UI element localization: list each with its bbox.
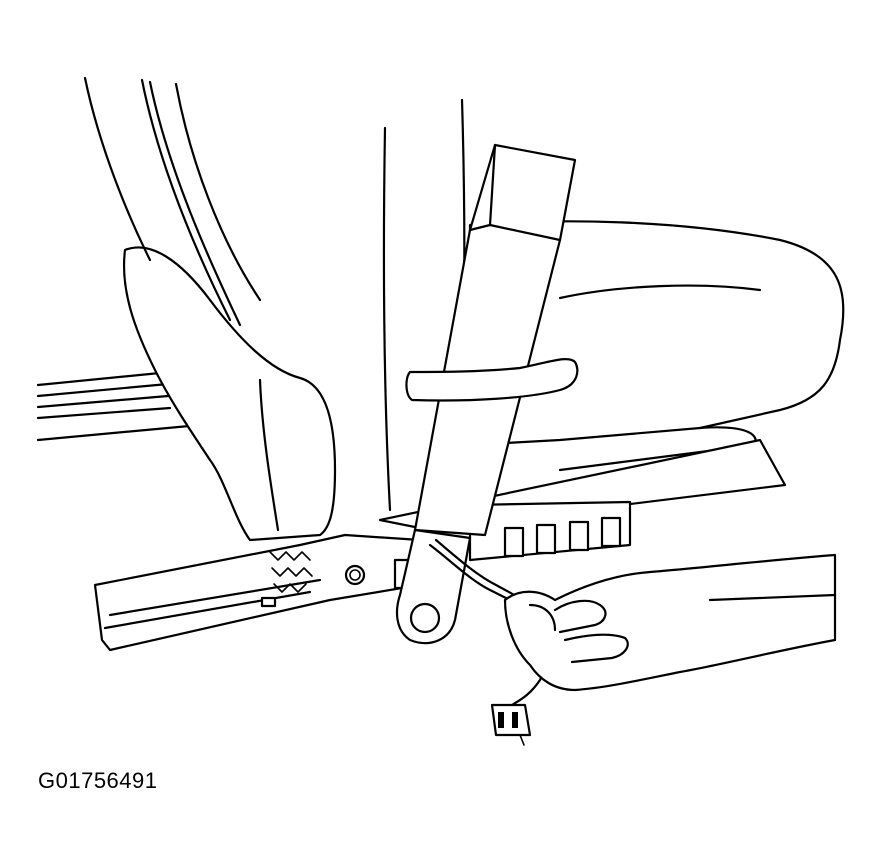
electrical-connector — [490, 703, 532, 746]
left-hand — [122, 246, 337, 542]
figure-id-label: G01756491 — [38, 768, 158, 793]
right-hand — [503, 553, 837, 692]
front-seat-track — [93, 533, 422, 652]
buckle-stalk — [395, 143, 577, 645]
retaining-strap — [405, 358, 579, 402]
seat-track-rails — [36, 370, 202, 442]
